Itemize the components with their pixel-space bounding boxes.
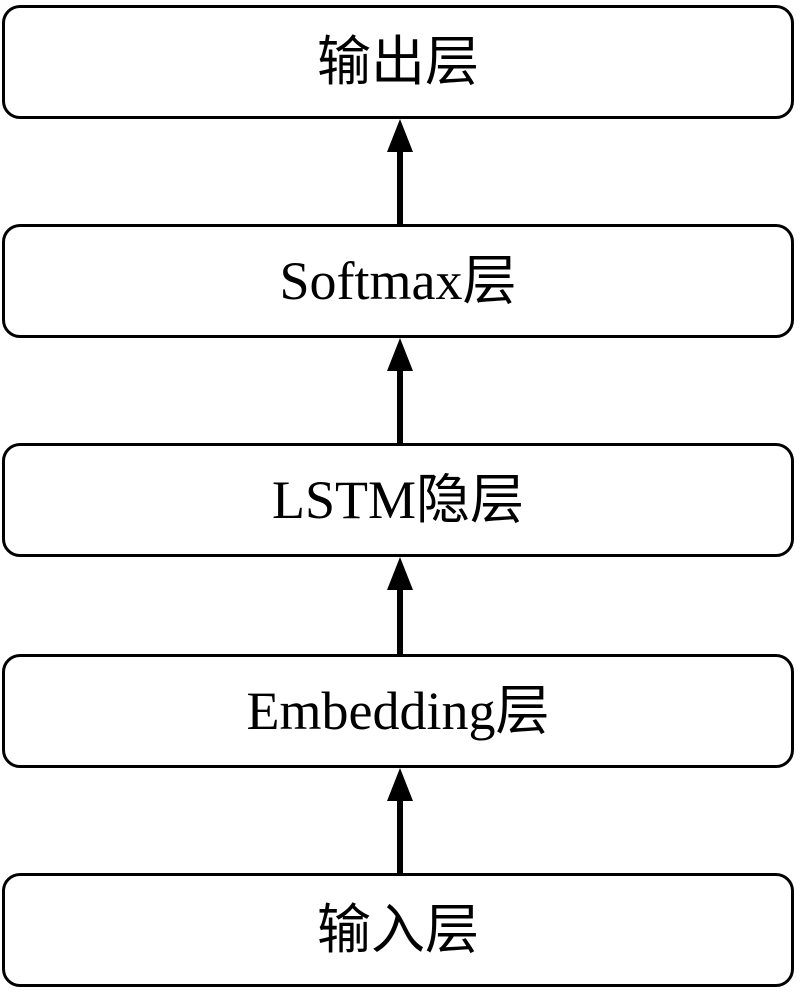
- input-layer-label: 输入层: [317, 900, 479, 960]
- arrow-softmax-to-output: [387, 119, 413, 224]
- output-layer-box: 输出层: [2, 5, 794, 119]
- input-layer-box: 输入层: [2, 873, 794, 987]
- arrow-lstm-to-softmax: [387, 338, 413, 443]
- embedding-layer-box: Embedding层: [2, 654, 794, 768]
- embedding-layer-label: Embedding层: [246, 681, 550, 741]
- arrow-input-to-embedding: [387, 768, 413, 873]
- arrow-embedding-to-lstm: [387, 557, 413, 654]
- softmax-layer-label: Softmax层: [279, 251, 517, 311]
- output-layer-label: 输出层: [317, 32, 479, 92]
- softmax-layer-box: Softmax层: [2, 224, 794, 338]
- lstm-hidden-layer-box: LSTM隐层: [2, 443, 794, 557]
- lstm-hidden-layer-label: LSTM隐层: [271, 470, 525, 530]
